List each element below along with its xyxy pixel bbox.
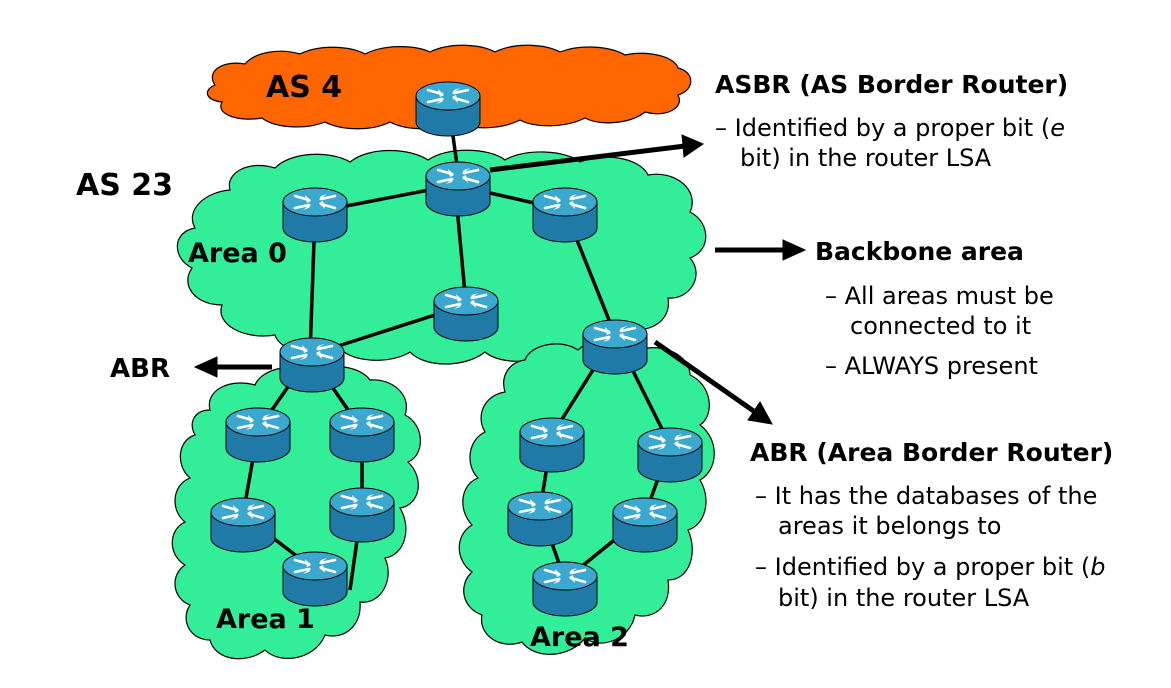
arrows [193, 134, 807, 425]
asbr-title: ASBR (AS Border Router) [715, 70, 1069, 99]
router-icon [328, 486, 396, 544]
router-icon [281, 186, 349, 244]
area1-label: Area 1 [216, 604, 315, 635]
abr-italic-b: b [1090, 553, 1106, 581]
area0-label: Area 0 [188, 238, 287, 269]
abr-title: ABR (Area Border Router) [750, 438, 1114, 467]
asbr-italic-e: e [1050, 114, 1065, 142]
abr-short-label: ABR [110, 354, 170, 384]
router-icon [531, 186, 599, 244]
router-icon [278, 336, 346, 394]
router-icon [611, 496, 679, 554]
router-icon [636, 426, 704, 484]
backbone-title: Backbone area [815, 237, 1024, 266]
router-icon [224, 406, 292, 464]
abr-bullet-1: – It has the databases of the [755, 482, 1098, 510]
as23-label: AS 23 [76, 168, 174, 203]
area2-label: Area 2 [530, 622, 629, 653]
asbr-bullet-1: – Identified by a proper bit (e [715, 114, 1065, 142]
abr-bullet-4: bit) in the router LSA [778, 584, 1030, 612]
backbone-bullet-3: – ALWAYS present [825, 352, 1038, 380]
backbone-bullet-1: – All areas must be [825, 282, 1054, 310]
as4-label: AS 4 [266, 70, 343, 105]
abr-bullet-2: areas it belongs to [778, 512, 1002, 540]
router-icon [531, 560, 599, 618]
router-icon [414, 80, 482, 138]
router-icon [281, 550, 349, 608]
asbr-bullet-2: bit) in the router LSA [740, 144, 992, 172]
router-icon [506, 490, 574, 548]
router-icon [432, 285, 500, 343]
router-icon [424, 160, 492, 218]
router-icon [328, 406, 396, 464]
router-icon [581, 318, 649, 376]
backbone-bullet-2: connected to it [850, 312, 1032, 340]
router-icon [518, 416, 586, 474]
router-icon [209, 496, 277, 554]
abr-bullet-3: – Identified by a proper bit (b [755, 553, 1106, 581]
